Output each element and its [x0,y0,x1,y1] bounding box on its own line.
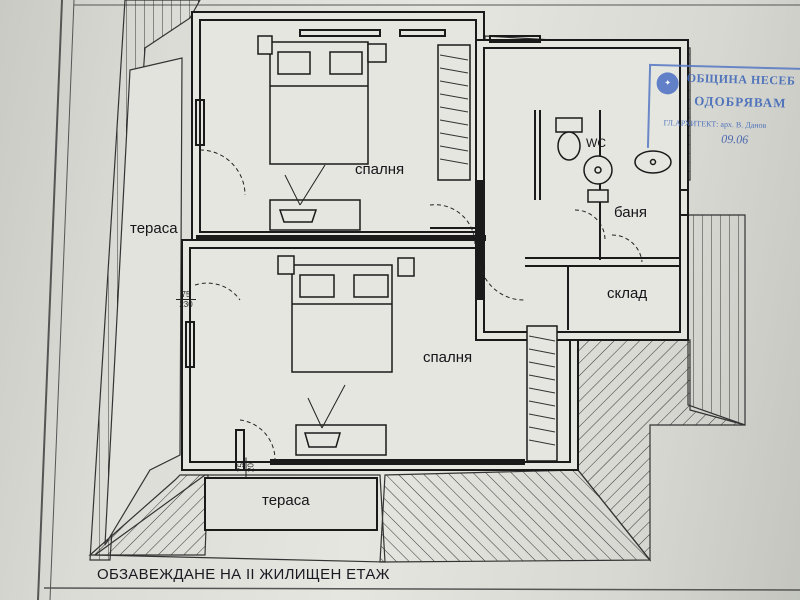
room-label-wc: WC [586,136,606,150]
room-label-bathroom: баня [614,204,647,221]
room-label-terrace-left: тераса [130,220,178,237]
stamp-municipality: ОБЩИНА НЕСЕБ [686,70,796,88]
stamp-architect: ГЛ.АРХИТЕКТ: арх. В. Данов [663,118,767,130]
window-mark-bottom: 75 20 [236,457,256,478]
desks [269,199,387,456]
stamp-approve: ОДОБРЯВАМ [693,93,787,111]
room-label-terrace-bottom: тераса [262,492,310,509]
room-label-storage: склад [607,285,648,302]
stamp-date: 09.06 [721,131,749,147]
bed-upper [257,35,387,165]
drawing-title: ОБЗАВЕЖДАНЕ НА II ЖИЛИЩЕН ЕТАЖ [97,566,390,583]
sanitary [555,117,672,203]
wardrobes [437,44,558,462]
window-mark-left-bottom: 230 [179,300,193,309]
window-mark-left-top: 75 [176,290,196,300]
approval-stamp: ✦ ОБЩИНА НЕСЕБ ОДОБРЯВАМ ГЛ.АРХИТЕКТ: ар… [646,63,800,153]
sight-lines [284,164,346,429]
room-label-bedroom-lower: спалня [423,349,473,366]
roof-hatching [88,0,746,563]
window-mark-bottom-bottom: 20 [246,463,256,472]
room-label-bedroom-upper: спалня [355,161,405,178]
door-swings [194,149,643,461]
municipality-emblem-icon: ✦ [656,72,679,95]
wardrobe-hangers [439,54,556,446]
window-mark-left: 75 230 [176,290,196,309]
bed-lower [277,255,415,373]
window-mark-bottom-top: 75 [236,457,247,478]
